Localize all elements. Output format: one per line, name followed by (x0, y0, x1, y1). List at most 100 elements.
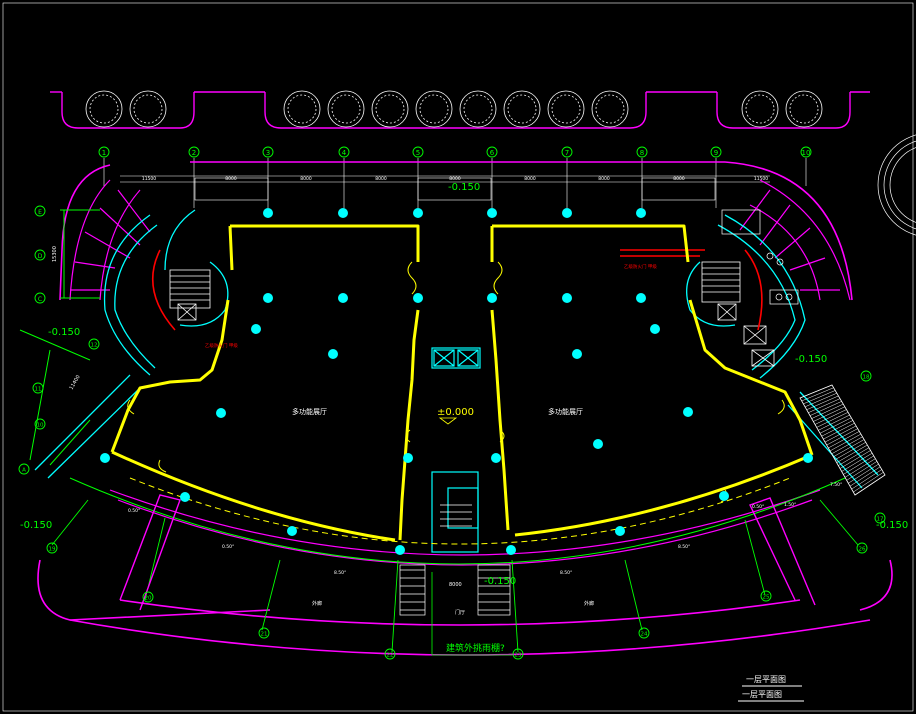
column-dot (263, 293, 273, 303)
column-dot (251, 324, 261, 334)
axis-label: 18 (863, 375, 870, 381)
axis-label: 17 (877, 517, 884, 523)
arc-dimension: 0.50° (222, 544, 234, 550)
column-dot (719, 491, 729, 501)
column-dot (338, 208, 348, 218)
axis-label: 10 (802, 149, 811, 157)
column-dot (328, 349, 338, 359)
column-dot (506, 545, 516, 555)
axis-bubble: 26 (856, 542, 868, 554)
landscape-strip (50, 91, 870, 129)
column-dot (650, 324, 660, 334)
axis-label: C (38, 296, 42, 303)
axis-bubble: 18 (860, 370, 872, 382)
arc-dimension: 8.50° (334, 570, 346, 576)
column-dot (263, 208, 273, 218)
top-dimension: 11500 (754, 176, 768, 182)
fire-note-right: 乙级防火门 甲级 (624, 263, 657, 270)
right-ramp-outline (799, 384, 886, 496)
axis-label: 20 (145, 596, 152, 602)
axis-bubble: 9 (710, 146, 722, 158)
axis-bubble: 2 (188, 146, 200, 158)
central-elevator (431, 347, 481, 553)
axis-label: 23 (515, 653, 522, 659)
column-dot (491, 453, 501, 463)
axis-label: 4 (342, 149, 347, 157)
top-dimension: 8000 (598, 176, 610, 182)
axis-label: 22 (387, 653, 394, 659)
door-swings (127, 261, 785, 503)
tree-icon (129, 90, 167, 128)
column-dot (338, 293, 348, 303)
fire-note-left: 乙级防火门 甲级 (205, 342, 238, 349)
left-stair-fan (69, 179, 151, 301)
column-dot (287, 526, 297, 536)
structural-columns (100, 208, 813, 555)
axis-bubble: 24 (638, 627, 650, 639)
top-dimension: 8000 (225, 176, 237, 182)
yellow-walls (110, 224, 814, 542)
axis-label: 6 (490, 149, 495, 157)
right-hall-label: 多功能展厅 (548, 407, 583, 416)
main-elevation: ±0.000 (437, 407, 474, 418)
axis-bubble: 6 (486, 146, 498, 158)
axis-bubble: 10 (800, 146, 812, 158)
column-dot (803, 453, 813, 463)
right-service-room (721, 209, 799, 305)
radial-axis-lines (51, 499, 859, 653)
column-dot (395, 545, 405, 555)
arc-dimension: 8.50° (560, 570, 572, 576)
tree-symbols (85, 90, 823, 128)
column-dot (403, 453, 413, 463)
tree-icon (371, 90, 409, 128)
axis-bubble: 12 (88, 338, 100, 350)
arc-dimension: 7.50° (830, 482, 842, 488)
arc-dimension: 8.50° (678, 544, 690, 550)
fire-door-lines (152, 249, 763, 331)
axis-bubble: D (34, 249, 46, 261)
axis-label: 2 (192, 149, 196, 157)
axis-label: 19 (49, 547, 56, 553)
column-dot (216, 408, 226, 418)
axis-bubble: 1 (98, 146, 110, 158)
tree-icon (327, 90, 365, 128)
right-outer-label: 外廊 (584, 600, 594, 607)
axis-bubble: C (34, 292, 46, 304)
axis-bubble: 21 (258, 627, 270, 639)
main-elevation-mark (438, 417, 458, 425)
tree-icon (741, 90, 779, 128)
right-elevation: -0.150 (795, 354, 827, 365)
axis-bubble: 25 (760, 590, 772, 602)
right-ramp-hatch (799, 384, 886, 496)
top-elevation: -0.150 (448, 182, 480, 193)
arc-dimension: 0.50° (752, 504, 764, 510)
axis-label: A (22, 468, 26, 474)
tree-icon (459, 90, 497, 128)
axis-label: 3 (266, 149, 270, 157)
tree-icon (591, 90, 629, 128)
axis-bubble: 23 (512, 648, 524, 660)
column-dot (413, 293, 423, 303)
column-dot (562, 208, 572, 218)
column-dot (636, 293, 646, 303)
tree-icon (503, 90, 541, 128)
top-dimension: 8000 (524, 176, 536, 182)
axis-bubble: 17 (874, 512, 886, 524)
axis-label: 21 (261, 632, 268, 638)
right-circle-feature (877, 134, 916, 236)
arc-dimension: 0.50° (128, 508, 140, 514)
title-line-1: 一层平面图 (746, 675, 786, 684)
arc-dimension: 1.50° (784, 502, 796, 508)
axis-label: 25 (763, 595, 770, 601)
axis-bubble: 7 (561, 146, 573, 158)
tree-icon (85, 90, 123, 128)
column-dot (487, 293, 497, 303)
lower-ramps (119, 494, 816, 611)
axis-label: 1 (102, 149, 106, 157)
axis-label: 5 (416, 149, 420, 157)
axis-label: E (38, 209, 42, 216)
top-dimension: 8000 (449, 176, 461, 182)
